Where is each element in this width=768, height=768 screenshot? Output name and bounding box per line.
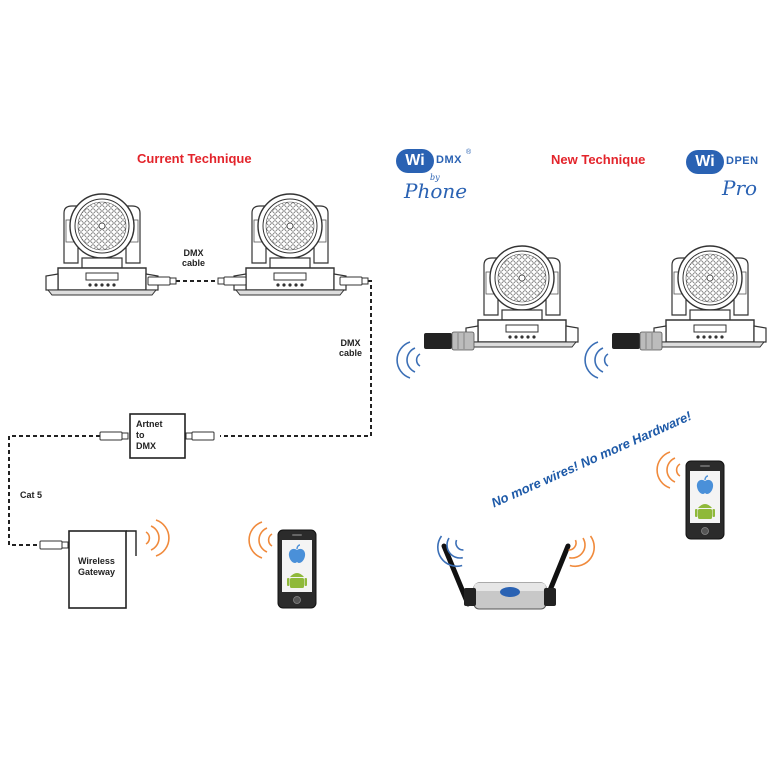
wifi-waves-icon <box>396 341 421 379</box>
logo-wi-badge: Wi <box>686 150 724 174</box>
logo-wi-badge: Wi <box>396 149 434 173</box>
gateway-label-line: Wireless <box>78 556 115 566</box>
wireless-router-icon <box>441 543 571 610</box>
xlr-connector-icon <box>39 540 69 550</box>
gateway-label-line: Gateway <box>78 567 116 577</box>
xlr-connector-icon <box>339 276 369 286</box>
current-technique-title: Current Technique <box>137 151 252 166</box>
wifi-waves-icon <box>145 519 170 557</box>
dmx-cable-label-line: DMX <box>183 248 204 258</box>
moving-head-light-icon <box>233 193 347 296</box>
wifi-waves-icon <box>656 451 681 489</box>
logo-script: Pro <box>722 176 758 200</box>
xlr-connector-icon <box>147 276 177 286</box>
artnet-label-line: DMX <box>136 441 156 451</box>
moving-head-light-icon <box>45 193 159 296</box>
xlr-connector-icon <box>99 431 129 441</box>
new-technique-title: New Technique <box>551 152 646 167</box>
moving-head-light-icon <box>653 245 767 348</box>
dmx-cable-label-right: DMX cable <box>339 338 362 358</box>
wifi-waves-icon <box>584 341 609 379</box>
wireless-dongle-icon <box>424 331 475 351</box>
logo-script: Phone <box>404 179 468 203</box>
artnet-box <box>129 413 186 459</box>
wireless-gateway-label: Wireless Gateway <box>78 556 115 578</box>
logo-by: by <box>430 173 440 182</box>
xlr-connector-icon <box>217 276 247 286</box>
widmx-by-phone-logo: Wi DMX ® by Phone <box>396 149 476 213</box>
logo-registered-mark: ® <box>466 149 472 156</box>
logo-suffix: DMX <box>436 154 462 166</box>
xlr-connector-icon <box>185 431 215 441</box>
smartphone-icon <box>685 460 725 540</box>
moving-head-light-icon <box>465 245 579 348</box>
artnet-label-line: Artnet <box>136 419 163 429</box>
cat5-label: Cat 5 <box>20 490 43 500</box>
dmx-cable-label-line: cable <box>339 348 363 358</box>
dmx-cable-label-line: DMX <box>340 338 361 348</box>
dmx-cable-label-line: cable <box>182 258 206 268</box>
smartphone-icon <box>277 529 317 609</box>
wifi-waves-icon <box>248 521 273 559</box>
artnet-label-line: to <box>136 430 145 440</box>
logo-suffix: DPEN <box>726 155 759 167</box>
widpen-pro-logo: Wi DPEN Pro <box>686 150 766 210</box>
dmx-cable-links <box>8 280 372 546</box>
wireless-gateway-box <box>68 530 127 609</box>
gateway-antenna <box>126 530 137 556</box>
wireless-dongle-icon <box>612 331 663 351</box>
dmx-cable-label-top: DMX cable <box>182 248 205 268</box>
artnet-to-dmx-label: Artnet to DMX <box>136 419 163 452</box>
